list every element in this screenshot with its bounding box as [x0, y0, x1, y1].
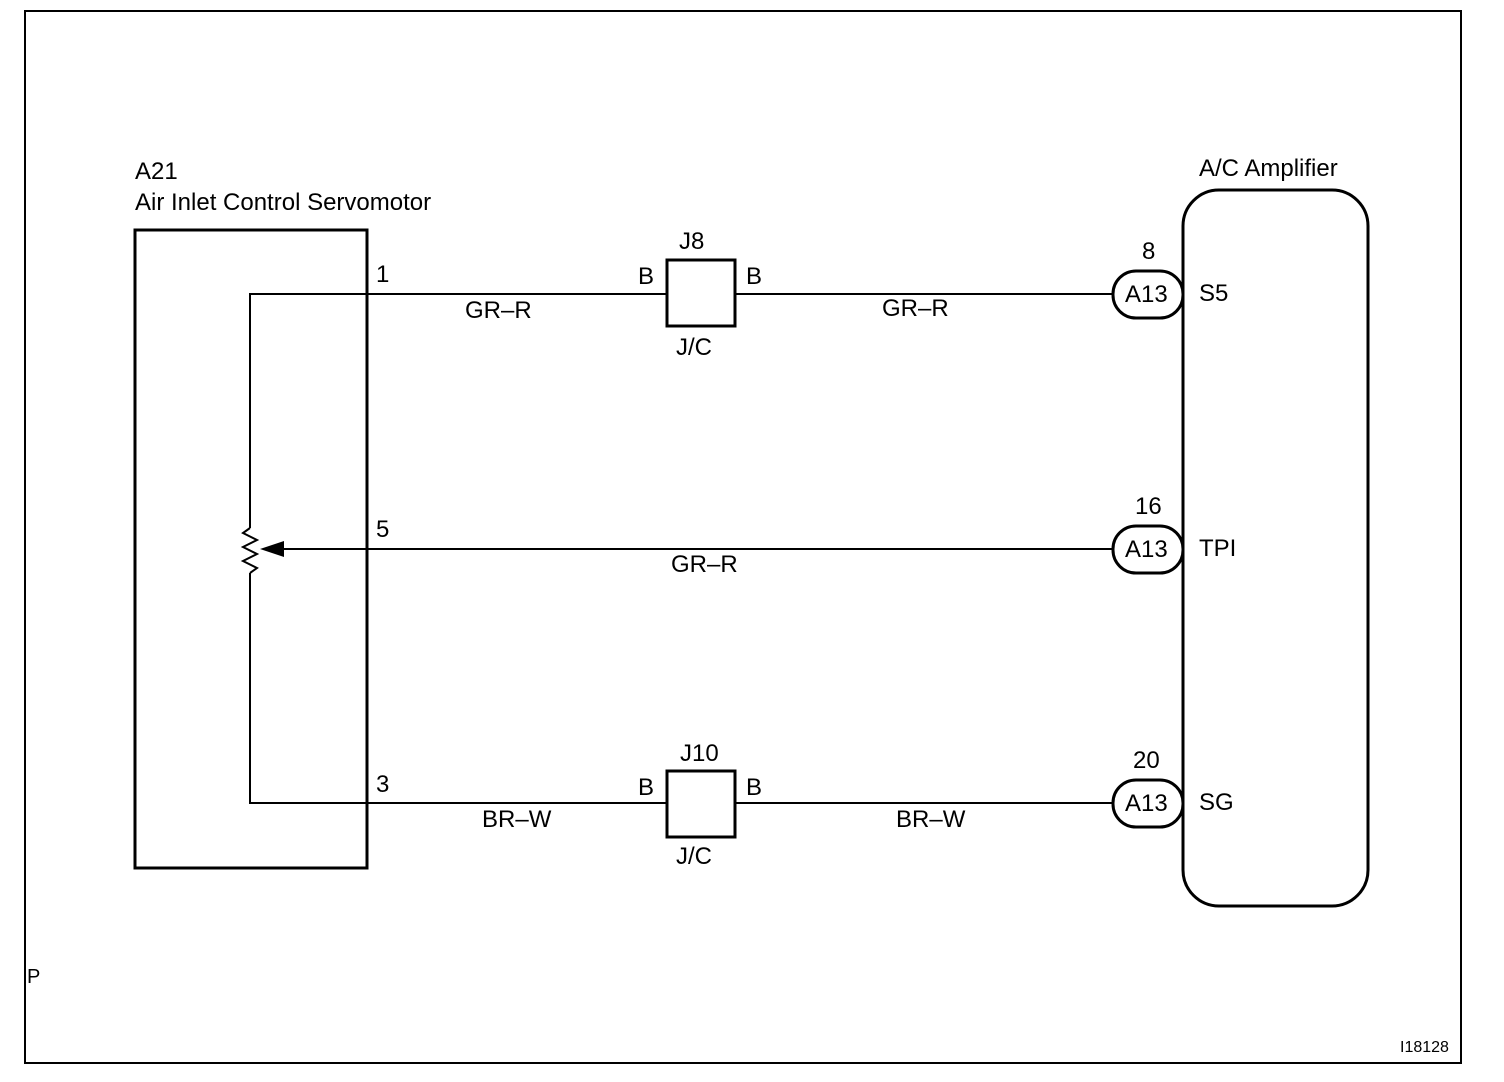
wire-label-middle: GR–R — [671, 551, 738, 578]
wire-label-bottom-right: BR–W — [896, 806, 966, 833]
connector-a13-s5 — [1111, 269, 1185, 320]
connector-label-s5: A13 — [1125, 281, 1168, 308]
wire-label-top-right: GR–R — [882, 295, 949, 322]
terminal-s5: S5 — [1199, 280, 1229, 307]
connector-label-tpi: A13 — [1125, 536, 1168, 563]
junction-j10-left-terminal: B — [638, 774, 655, 801]
figure-id: I18128 — [1400, 1039, 1449, 1056]
resistor-symbol — [240, 527, 260, 574]
servomotor-internal-wire — [249, 573, 367, 804]
terminal-tpi: TPI — [1199, 535, 1237, 562]
junction-j8-type: J/C — [676, 334, 712, 361]
junction-j10-box — [665, 769, 737, 839]
servomotor-name: Air Inlet Control Servomotor — [135, 189, 432, 216]
wire-label-bottom-left: BR–W — [482, 806, 552, 833]
junction-j10-right-terminal: B — [746, 774, 763, 801]
amplifier-pin-8: 8 — [1142, 238, 1156, 265]
wire-label-top-left: GR–R — [465, 297, 532, 324]
junction-j8-right-terminal: B — [746, 263, 763, 290]
amplifier-pin-16: 16 — [1135, 493, 1162, 520]
connector-a13-tpi — [1111, 524, 1185, 575]
diagram-frame — [24, 10, 1462, 1064]
junction-j8-id: J8 — [679, 228, 705, 255]
amplifier-pin-20: 20 — [1133, 747, 1160, 774]
pin-1-label: 1 — [376, 261, 390, 288]
junction-j8-box — [665, 258, 737, 328]
corner-mark: P — [27, 966, 41, 988]
wiper-arrow — [260, 541, 284, 557]
servomotor-code: A21 — [135, 158, 178, 185]
junction-j10-id: J10 — [680, 740, 719, 767]
amplifier-name: A/C Amplifier — [1199, 155, 1338, 182]
junction-j10-type: J/C — [676, 843, 712, 870]
pin-5-label: 5 — [376, 516, 390, 543]
pin-3-label: 3 — [376, 771, 390, 798]
terminal-sg: SG — [1199, 789, 1234, 816]
connector-label-sg: A13 — [1125, 790, 1168, 817]
servomotor-internal-wire — [249, 293, 367, 528]
connector-a13-sg — [1111, 778, 1185, 829]
junction-j8-left-terminal: B — [638, 263, 655, 290]
